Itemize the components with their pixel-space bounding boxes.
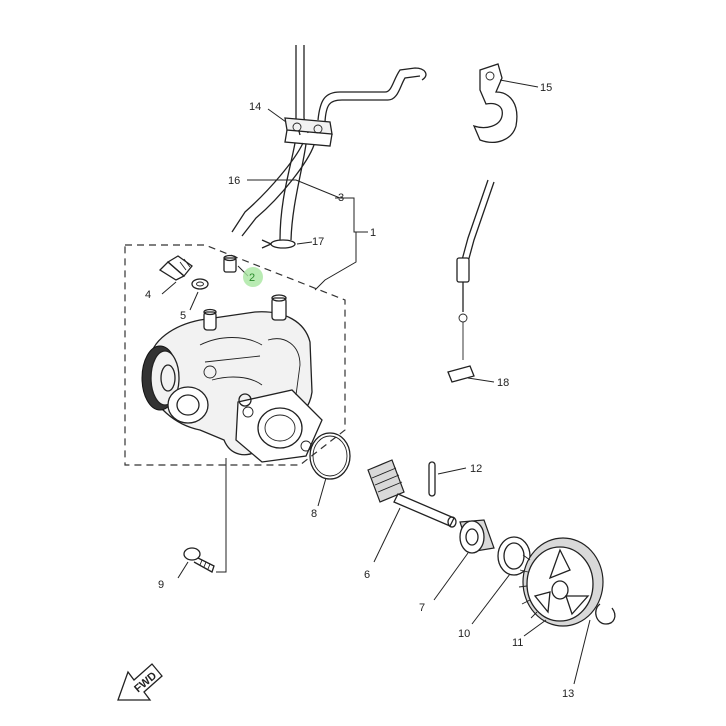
callout-4: 4 xyxy=(145,289,151,301)
worm-shaft-6 xyxy=(367,459,457,528)
callout-12: 12 xyxy=(470,463,482,475)
assembly-boundary xyxy=(124,244,346,466)
pipe-clamp-14 xyxy=(284,117,333,147)
callout-6: 6 xyxy=(364,569,370,581)
control-cable-18 xyxy=(447,179,495,383)
bushing-7 xyxy=(459,519,495,554)
washer-5 xyxy=(191,278,209,290)
callout-2: 2 xyxy=(249,272,255,284)
circlip-13 xyxy=(595,603,616,625)
callout-16: 16 xyxy=(228,175,240,187)
leader-lines xyxy=(161,79,591,685)
callout-9: 9 xyxy=(158,579,164,591)
callout-15: 15 xyxy=(540,82,552,94)
callout-13: 13 xyxy=(562,688,574,700)
callout-18: 18 xyxy=(497,377,509,389)
callout-8: 8 xyxy=(311,508,317,520)
sleeve-part-2 xyxy=(223,254,237,273)
callout-10: 10 xyxy=(458,628,470,640)
callout-17: 17 xyxy=(312,236,324,248)
callout-11: 11 xyxy=(512,637,523,649)
bolt-9 xyxy=(183,547,215,573)
callout-5: 5 xyxy=(180,310,186,322)
callout-2-highlight xyxy=(243,267,263,287)
gear-11 xyxy=(518,537,604,627)
o-ring-8 xyxy=(309,432,351,480)
fwd-arrow-icon: FWD xyxy=(117,663,163,701)
callout-7: 7 xyxy=(419,602,425,614)
oil-pump-body xyxy=(141,294,323,463)
hose-clip-17 xyxy=(261,239,296,249)
callout-14: 14 xyxy=(249,101,261,113)
bleed-screw-4 xyxy=(158,255,193,281)
pin-12 xyxy=(428,461,436,497)
callout-3: 3 xyxy=(338,192,344,204)
callout-labels: 1 2 3 4 5 6 7 8 9 10 11 12 13 14 15 16 1… xyxy=(145,82,574,700)
oil-hoses xyxy=(231,142,315,241)
callout-1: 1 xyxy=(370,227,376,239)
cable-clamp-15 xyxy=(472,63,518,143)
